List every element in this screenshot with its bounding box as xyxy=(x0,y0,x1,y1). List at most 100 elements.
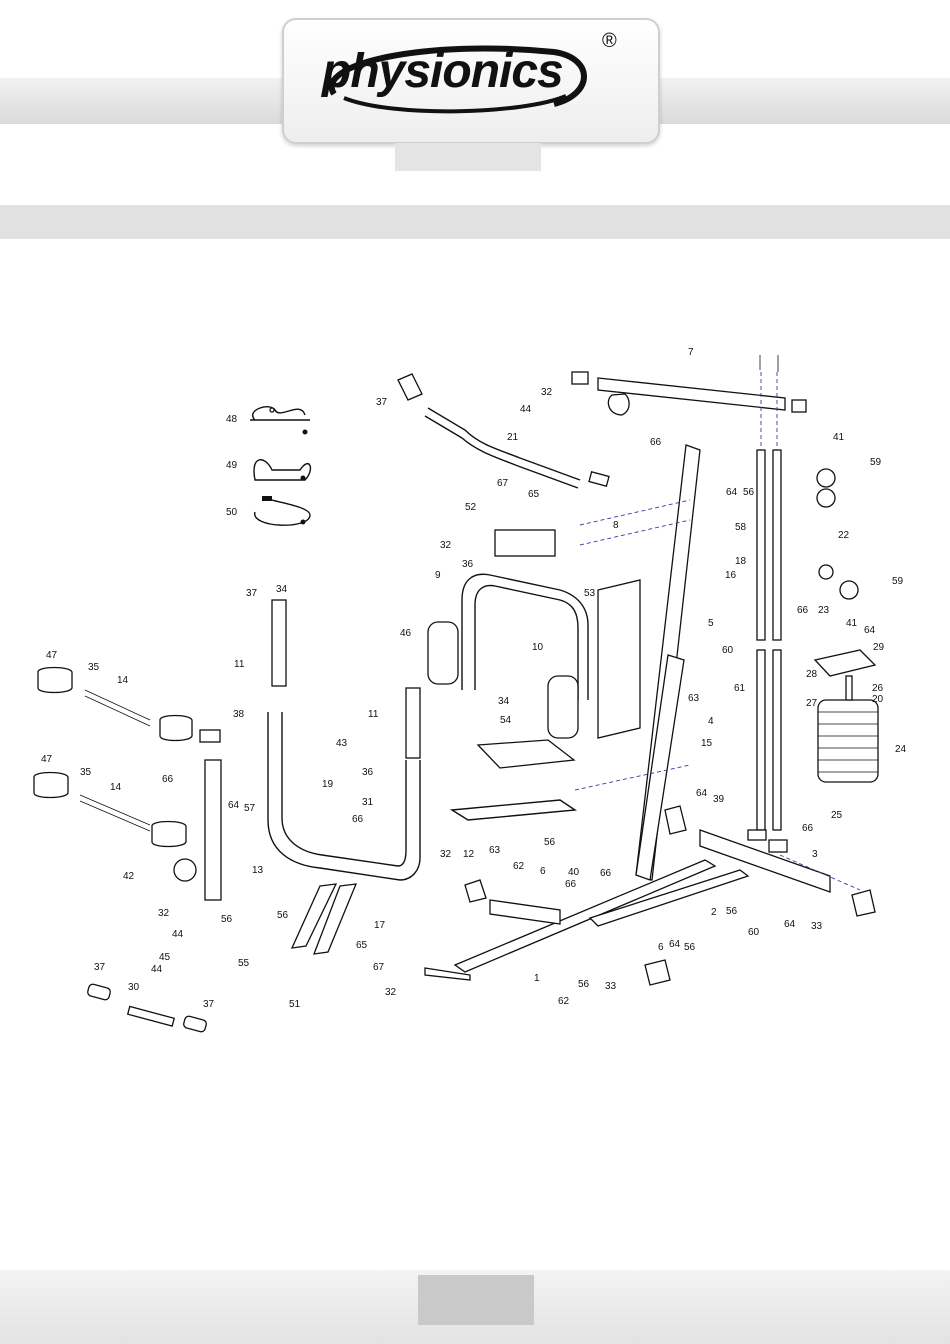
part-number-label: 12 xyxy=(463,849,475,860)
part-number-label: 47 xyxy=(46,650,58,661)
part-number-label: 22 xyxy=(838,530,850,541)
part-number-label: 37 xyxy=(94,962,106,973)
part-number-label: 4 xyxy=(708,716,714,727)
seat xyxy=(476,739,576,769)
part-number-label: 48 xyxy=(226,414,238,425)
part-number-label: 3 xyxy=(812,849,818,860)
part-number-label: 39 xyxy=(713,794,725,805)
part-number-label: 64 xyxy=(864,625,876,636)
part-number-label: 32 xyxy=(440,540,452,551)
part-number-label: 64 xyxy=(726,487,738,498)
part-number-label: 28 xyxy=(806,669,818,680)
registered-mark: ® xyxy=(602,30,617,52)
pulley-4 xyxy=(818,564,834,580)
part-number-label: 56 xyxy=(277,910,289,921)
part-number-label: 54 xyxy=(500,715,512,726)
part-number-label: 1 xyxy=(534,973,540,984)
lat-bar xyxy=(397,373,610,489)
cable-48 xyxy=(250,406,310,435)
part-number-label: 37 xyxy=(203,999,215,1010)
brand-name: physionics xyxy=(322,45,564,98)
part-number-label: 26 xyxy=(872,683,884,694)
part-number-label: 35 xyxy=(88,662,100,673)
part-number-label: 34 xyxy=(276,584,288,595)
part-number-label: 29 xyxy=(873,642,885,653)
part-number-label: 37 xyxy=(376,397,388,408)
leg-developer xyxy=(33,666,222,901)
part-number-label: 45 xyxy=(159,952,171,963)
part-number-label: 51 xyxy=(289,999,301,1010)
part-number-label: 44 xyxy=(151,964,163,975)
part-number-label: 44 xyxy=(172,929,184,940)
part-number-label: 66 xyxy=(565,879,577,890)
part-number-label: 32 xyxy=(440,849,452,860)
arm-17 xyxy=(290,883,338,949)
part-number-label: 52 xyxy=(465,502,477,513)
part-number-label: 23 xyxy=(818,605,830,616)
part-number-label: 49 xyxy=(226,460,238,471)
part-number-label: 63 xyxy=(489,845,501,856)
brand-logo-card: physionics ® xyxy=(282,18,660,144)
part-number-label: 18 xyxy=(735,556,747,567)
section-header-bar xyxy=(0,205,950,239)
part-number-label: 11 xyxy=(368,709,379,720)
backrest xyxy=(597,579,641,739)
cable-49 xyxy=(253,459,312,481)
part-number-label: 41 xyxy=(833,432,845,443)
part-number-label: 56 xyxy=(726,906,738,917)
part-number-label: 65 xyxy=(528,489,540,500)
part-number-label: 40 xyxy=(568,867,580,878)
part-number-label: 66 xyxy=(352,814,364,825)
part-number-label: 27 xyxy=(806,698,818,709)
foam-pad-2 xyxy=(547,675,579,739)
part-number-label: 41 xyxy=(846,618,858,629)
part-number-label: 64 xyxy=(784,919,796,930)
part-number-label: 56 xyxy=(684,942,696,953)
part-number-label: 44 xyxy=(520,404,532,415)
part-number-label: 66 xyxy=(797,605,809,616)
part-number-label: 62 xyxy=(513,861,525,872)
pulley xyxy=(816,468,836,488)
part-number-label: 59 xyxy=(870,457,882,468)
part-number-label: 50 xyxy=(226,507,238,518)
part-number-label: 2 xyxy=(711,907,717,918)
part-number-label: 14 xyxy=(117,675,129,686)
page-tab xyxy=(395,143,541,171)
part-number-label: 56 xyxy=(743,487,755,498)
part-number-label: 64 xyxy=(696,788,708,799)
logo-swoosh xyxy=(328,45,587,114)
main-column xyxy=(635,444,701,881)
short-bar xyxy=(126,1005,176,1027)
part-number-label: 64 xyxy=(669,939,681,950)
part-number-label: 67 xyxy=(373,962,385,973)
pulley-2 xyxy=(816,488,836,508)
part-number-label: 64 xyxy=(228,800,240,811)
part-number-label: 13 xyxy=(252,865,264,876)
part-number-label: 25 xyxy=(831,810,843,821)
part-number-label: 15 xyxy=(701,738,713,749)
part-number-label: 6 xyxy=(658,942,664,953)
part-number-label: 43 xyxy=(336,738,348,749)
weight-stack xyxy=(813,649,879,783)
part-number-label: 67 xyxy=(497,478,509,489)
part-number-label: 5 xyxy=(708,618,714,629)
part-number-label: 20 xyxy=(872,694,884,705)
part-number-label: 7 xyxy=(688,347,694,358)
part-number-label: 66 xyxy=(650,437,662,448)
part-number-label: 24 xyxy=(895,744,907,755)
part-number-label: 56 xyxy=(544,837,556,848)
part-number-label: 31 xyxy=(362,797,374,808)
part-number-label: 60 xyxy=(748,927,760,938)
part-number-label: 46 xyxy=(400,628,412,639)
part-number-label: 66 xyxy=(162,774,174,785)
part-number-label: 55 xyxy=(238,958,250,969)
part-number-label: 57 xyxy=(244,803,256,814)
part-number-label: 17 xyxy=(374,920,386,931)
part-number-label: 66 xyxy=(802,823,814,834)
part-number-label: 53 xyxy=(584,588,596,599)
part-number-label: 16 xyxy=(725,570,737,581)
part-number-label: 35 xyxy=(80,767,92,778)
part-number-label: 36 xyxy=(362,767,374,778)
part-number-label: 60 xyxy=(722,645,734,656)
